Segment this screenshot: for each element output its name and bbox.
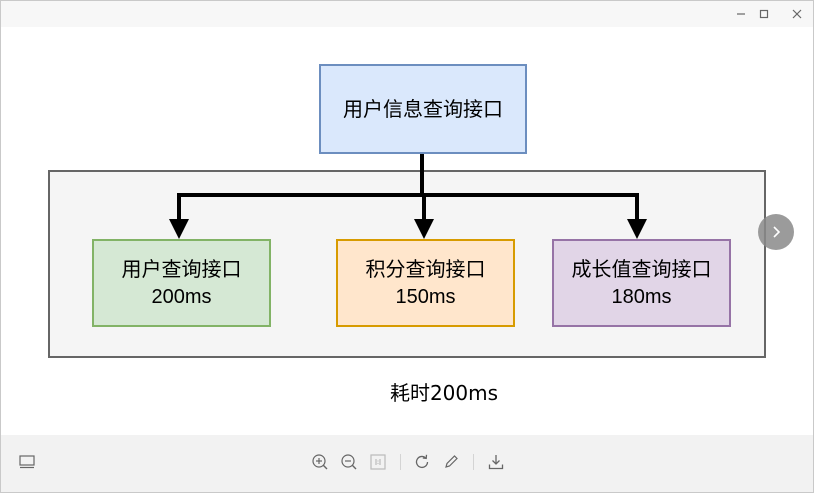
- total-time-caption: 耗时200ms: [389, 381, 499, 405]
- arrowhead-a: [169, 219, 189, 239]
- connector-arrows: [169, 154, 647, 239]
- node-label: 用户查询接口: [121, 257, 242, 281]
- toolbar-divider: [473, 454, 474, 470]
- close-icon[interactable]: [787, 4, 807, 24]
- points-query-node: 积分查询接口 150ms: [336, 239, 515, 327]
- zoom-in-icon[interactable]: [308, 450, 332, 474]
- chevron-right-icon: [773, 226, 781, 238]
- bottom-toolbar: [1, 435, 813, 492]
- toolbar-divider: [400, 454, 401, 470]
- minimize-icon[interactable]: [731, 4, 751, 24]
- user-info-query-node: 用户信息查询接口: [319, 64, 527, 154]
- actual-size-icon[interactable]: [366, 450, 390, 474]
- growth-query-node: 成长值查询接口 180ms: [552, 239, 731, 327]
- maximize-icon[interactable]: [754, 4, 774, 24]
- arrowhead-b: [414, 219, 434, 239]
- zoom-out-icon[interactable]: [337, 450, 361, 474]
- node-time: 150ms: [395, 286, 456, 308]
- title-bar: [1, 1, 813, 27]
- rotate-icon[interactable]: [410, 450, 434, 474]
- download-icon[interactable]: [484, 450, 508, 474]
- node-label: 成长值查询接口: [571, 257, 712, 281]
- edit-icon[interactable]: [439, 450, 463, 474]
- node-label: 用户信息查询接口: [343, 97, 503, 121]
- next-image-button[interactable]: [758, 214, 794, 250]
- node-label: 积分查询接口: [365, 257, 486, 281]
- node-time: 200ms: [151, 286, 212, 308]
- sidebar-toggle-icon[interactable]: [15, 450, 39, 474]
- arrowhead-c: [627, 219, 647, 239]
- user-query-node: 用户查询接口 200ms: [92, 239, 271, 327]
- diagram-canvas: 用户信息查询接口 用户查询接口 200ms 积分查询接口 150ms 成长值查询…: [1, 27, 813, 435]
- node-time: 180ms: [611, 286, 672, 308]
